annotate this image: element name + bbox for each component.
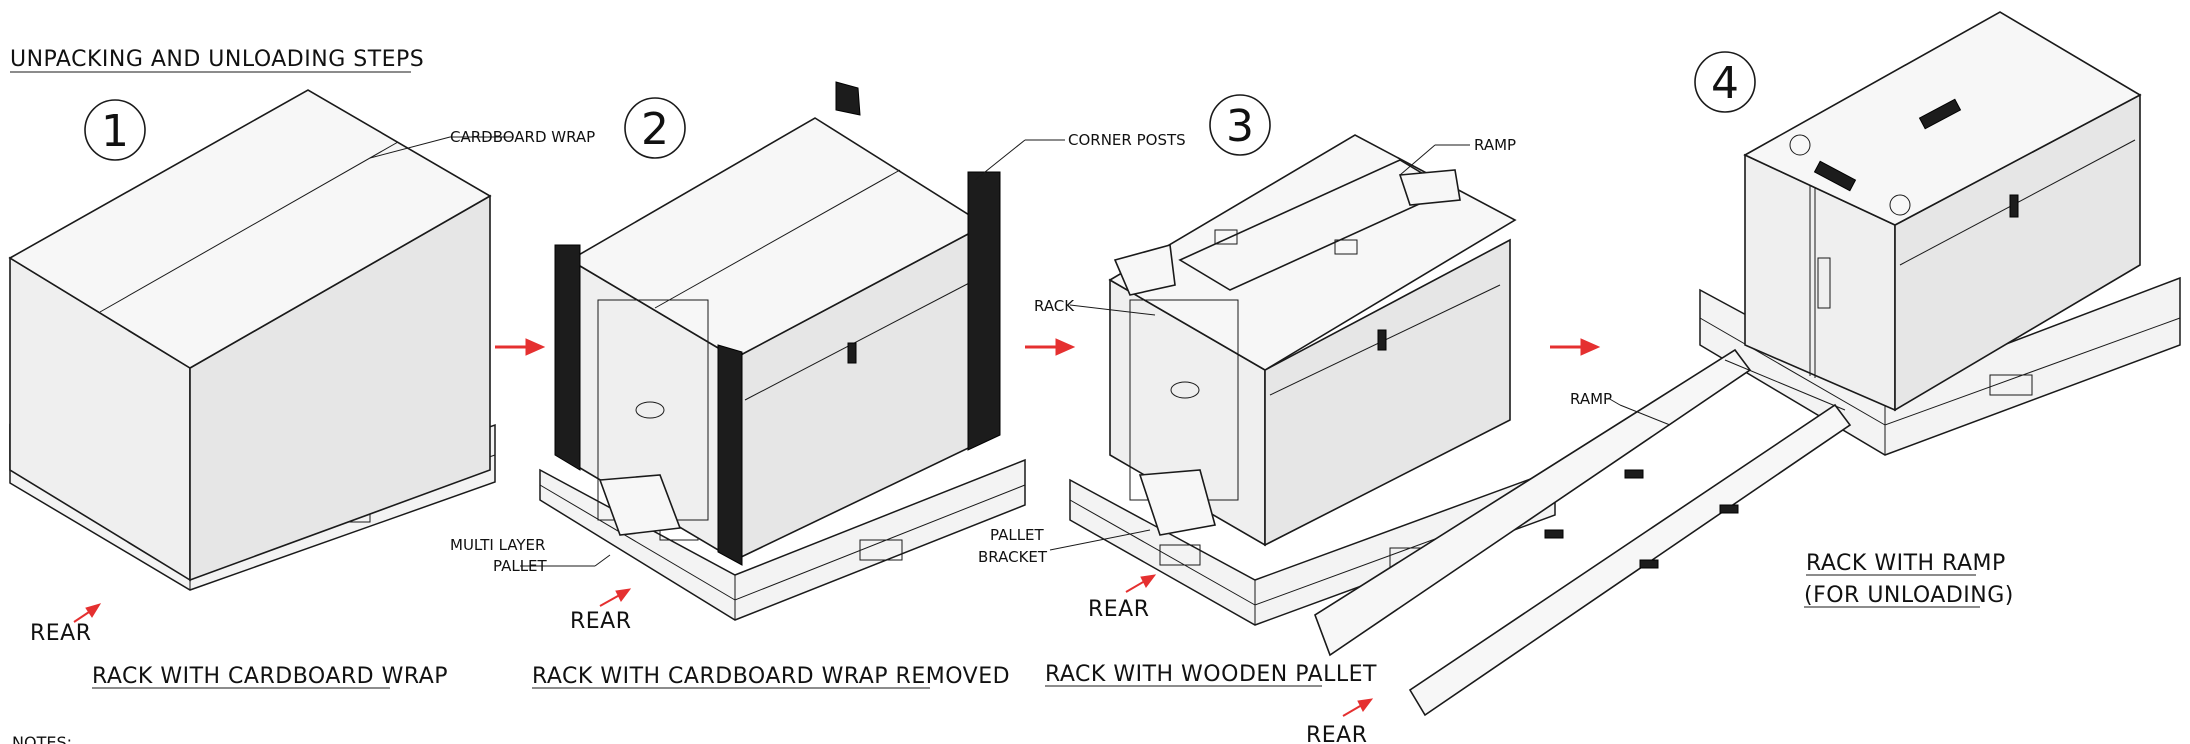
step-2: 2 CORNER POSTS MULTI LAYER PALLET REAR: [450, 81, 1186, 689]
diagram-title: UNPACKING AND UNLOADING STEPS: [10, 47, 424, 72]
step-1-rear: REAR: [30, 621, 92, 646]
step-3: 3 RAMP RACK PALLET BRACKET REAR: [978, 94, 1556, 687]
step-1-number: 1: [101, 106, 129, 157]
step-4-number: 4: [1711, 58, 1739, 109]
transition-arrow-3: [1550, 338, 1601, 356]
transition-arrow-2: [1025, 338, 1076, 356]
step-4-number-circle: [1694, 51, 1756, 113]
callout-multi-layer: MULTI LAYER: [450, 536, 545, 554]
callout-multi-layer-pallet: PALLET: [493, 557, 548, 575]
callout-ramp-top: RAMP: [1474, 136, 1516, 154]
callout-ramp-side: RAMP: [1570, 390, 1612, 408]
step-2-number: 2: [641, 104, 669, 155]
step-4-caption-line2: (FOR UNLOADING): [1804, 583, 2014, 608]
step-2-number-circle: [624, 97, 686, 159]
transition-arrow-1: [495, 338, 546, 356]
step-3-caption: RACK WITH WOODEN PALLET: [1045, 662, 1377, 687]
step-1-caption: RACK WITH CARDBOARD WRAP: [92, 664, 448, 689]
callout-pallet-bracket-2: BRACKET: [978, 548, 1048, 566]
step-2-caption: RACK WITH CARDBOARD WRAP REMOVED: [532, 664, 1010, 689]
step-3-rear: REAR: [1088, 597, 1150, 622]
step-3-number-circle: [1209, 94, 1271, 156]
callout-cardboard-wrap: CARDBOARD WRAP: [450, 128, 595, 146]
step-2-rear: REAR: [570, 609, 632, 634]
step-3-number: 3: [1226, 101, 1254, 152]
step-4: 4 RAMP REAR RACK WITH RAMP: [1306, 11, 2181, 744]
step-4-caption-line1: RACK WITH RAMP: [1806, 551, 2006, 576]
step-1: 1 CARDBOARD WRAP REAR RACK WITH CARDBOAR…: [8, 89, 595, 689]
notes-label: NOTES:: [12, 733, 72, 744]
step-4-rear: REAR: [1306, 723, 1368, 744]
callout-corner-posts: CORNER POSTS: [1068, 131, 1186, 149]
callout-pallet-bracket: PALLET: [990, 526, 1045, 544]
step-1-number-circle: [84, 99, 146, 161]
callout-rack: RACK: [1034, 297, 1075, 315]
